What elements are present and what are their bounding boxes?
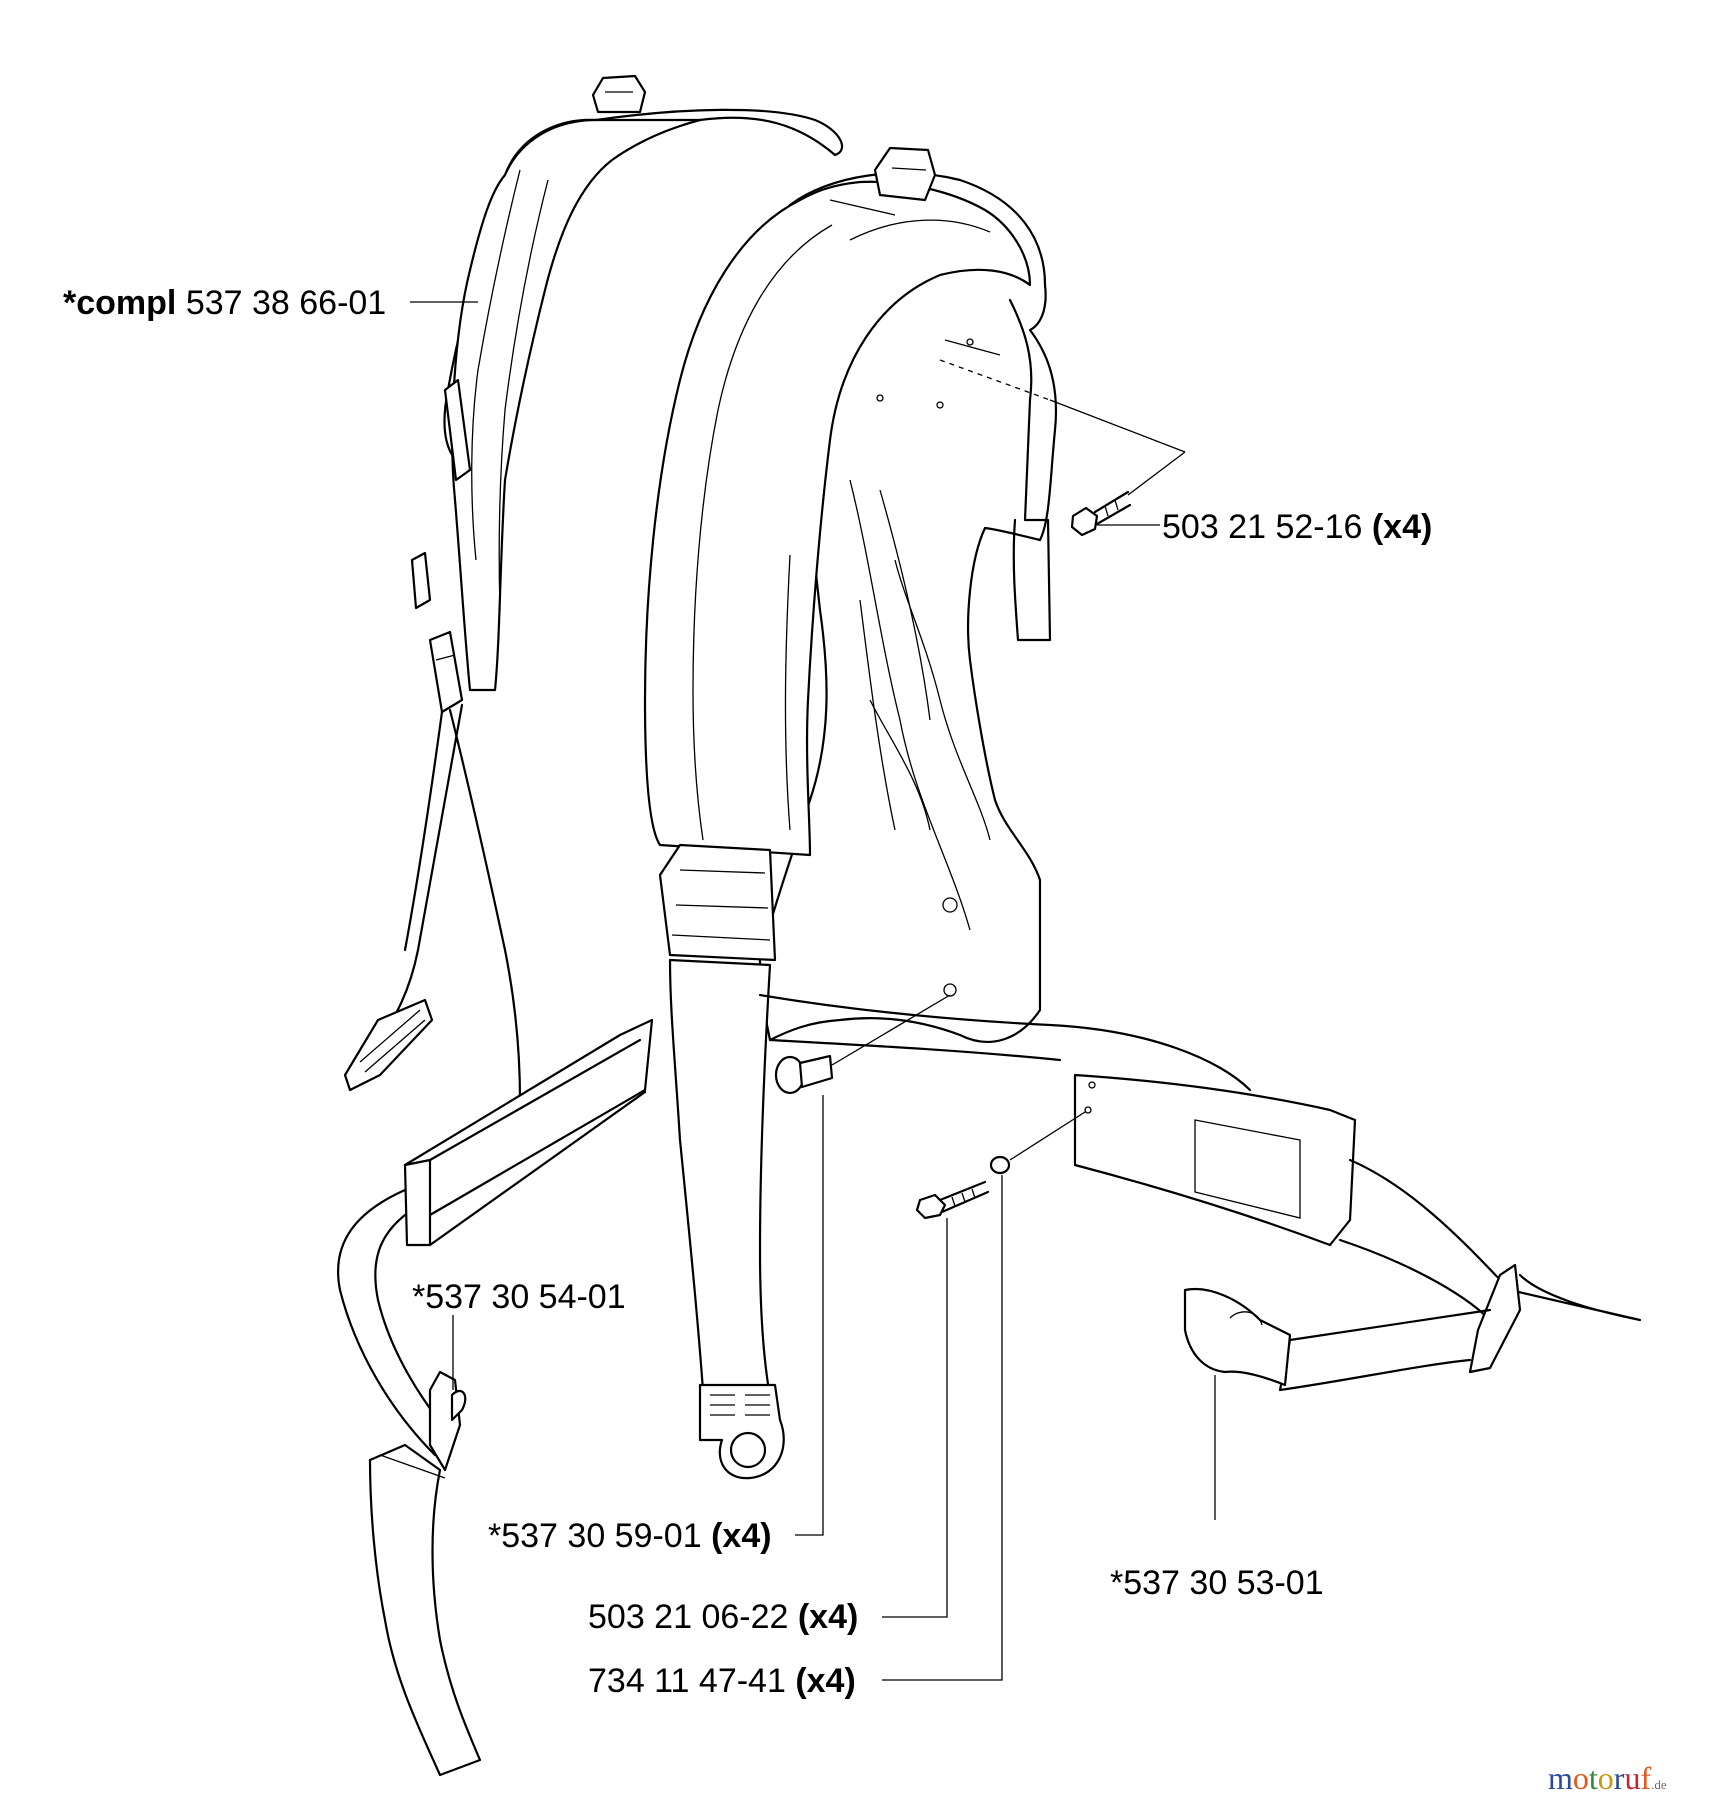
motoruf-watermark-logo: motoruf.de xyxy=(1548,1762,1667,1794)
right-shoulder-strap xyxy=(643,146,1052,1480)
label-hip-buckle-right-number: *537 30 53-01 xyxy=(1110,1564,1324,1602)
bottom-screw-part xyxy=(915,1111,1086,1220)
label-screw-top-qty: (x4) xyxy=(1371,508,1433,546)
left-shoulder-strap xyxy=(343,74,844,1102)
hip-pad-left xyxy=(337,1018,654,1777)
label-screw-bottom: 503 21 06-22 (x4) xyxy=(588,1600,858,1634)
label-harness-complete-prefix: *compl xyxy=(63,284,177,322)
label-rivet: *537 30 59-01 (x4) xyxy=(488,1519,772,1553)
label-screw-bottom-qty: (x4) xyxy=(797,1598,859,1636)
watermark-letter: r xyxy=(1613,1760,1625,1796)
leader-lines xyxy=(410,301,1216,1681)
watermark-letter: o xyxy=(1572,1760,1589,1796)
watermark-letter: u xyxy=(1624,1760,1641,1796)
label-washer: 734 11 47-41 (x4) xyxy=(588,1664,856,1698)
watermark-suffix: .de xyxy=(1651,1777,1667,1792)
watermark-letter: f xyxy=(1640,1760,1652,1796)
label-harness-complete: *compl 537 38 66-01 xyxy=(63,286,386,320)
top-screw-part xyxy=(1070,451,1186,537)
label-screw-bottom-number: 503 21 06-22 xyxy=(588,1598,789,1636)
label-washer-number: 734 11 47-41 xyxy=(588,1662,786,1700)
label-rivet-number: *537 30 59-01 xyxy=(488,1517,702,1555)
watermark-letter: o xyxy=(1597,1760,1614,1796)
label-harness-complete-number: 537 38 66-01 xyxy=(185,284,387,322)
waist-strap-right xyxy=(758,993,1642,1392)
label-screw-top: 503 21 52-16 (x4) xyxy=(1162,510,1432,544)
label-screw-top-number: 503 21 52-16 xyxy=(1162,508,1363,546)
watermark-letter: m xyxy=(1548,1760,1573,1796)
label-hip-buckle-left: *537 30 54-01 xyxy=(412,1280,626,1314)
watermark-letter: t xyxy=(1588,1760,1598,1796)
label-washer-qty: (x4) xyxy=(795,1662,856,1700)
label-hip-buckle-right: *537 30 53-01 xyxy=(1110,1566,1324,1600)
label-hip-buckle-left-number: *537 30 54-01 xyxy=(412,1278,626,1316)
label-rivet-qty: (x4) xyxy=(711,1517,772,1555)
rivet-part xyxy=(774,994,951,1095)
